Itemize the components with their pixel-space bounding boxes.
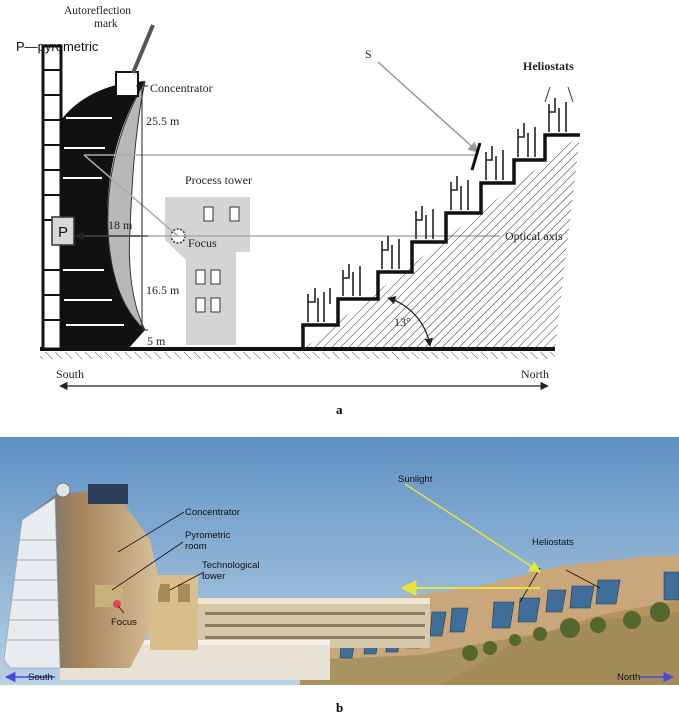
autoreflection-mark [131,24,155,74]
heliostats-pointer [544,86,574,103]
s-label: S [365,47,372,61]
p-box [51,216,75,246]
terrace-steps [301,133,580,349]
dimension-upper-label: 25.5 m [146,114,180,128]
technological-building [195,598,430,648]
dish [55,482,71,498]
sun-ray-s [377,61,479,153]
heliostat-mirrors [307,98,567,322]
south-label: South [56,367,84,381]
trees [462,602,670,661]
heliostats-label: Heliostats [523,59,574,73]
ground-hatching [40,352,555,359]
pyrometric-label: P—pyrometric [16,39,99,54]
photo-concentrator-label: Concentrator [185,507,240,518]
angle-arc [387,296,433,347]
north-label: North [521,367,549,381]
photo-heliostats-label: Heliostats [532,537,574,548]
solar-panels [88,484,128,504]
photo-b: Concentrator Pyrometric room Technologic… [0,437,679,685]
process-tower [165,197,250,345]
focus-label: Focus [188,236,217,250]
caption-a: a [336,402,343,417]
dimension-lower-label: 16.5 m [146,283,180,297]
photo-north-label: North [617,672,640,683]
dimension-base-label: 5 m [147,334,166,348]
concentrator-frame [3,497,61,669]
photo-pyrometric-room-label: Pyrometric room [185,530,233,552]
photo-south-label: South [28,672,53,683]
diagram-a: P [16,5,580,417]
focus-marker [113,600,121,608]
sunlight-arrow [404,483,542,573]
optical-axis-label: Optical axis [505,229,563,243]
reflected-beam-2 [83,154,179,237]
photo-technological-tower-label: Technological tower [202,560,262,582]
photo-focus-label: Focus [111,617,137,628]
autoreflection-label: Autoreflection mark [64,5,134,30]
pyrometric-tower [41,44,63,351]
photo-pointers [111,511,601,614]
caption-b: b [336,700,343,715]
autoreflection-box [115,71,139,97]
angle-label: 13° [394,315,411,329]
process-tower-label: Process tower [185,173,252,187]
photo-sunlight-label: Sunlight [398,474,433,485]
active-heliostat [470,142,482,171]
concentrator-label: Concentrator [150,81,213,95]
p-box-label: P [58,224,68,241]
dimension-horizontal-label: 18 m [108,218,133,232]
concentrator-facets [63,117,124,326]
